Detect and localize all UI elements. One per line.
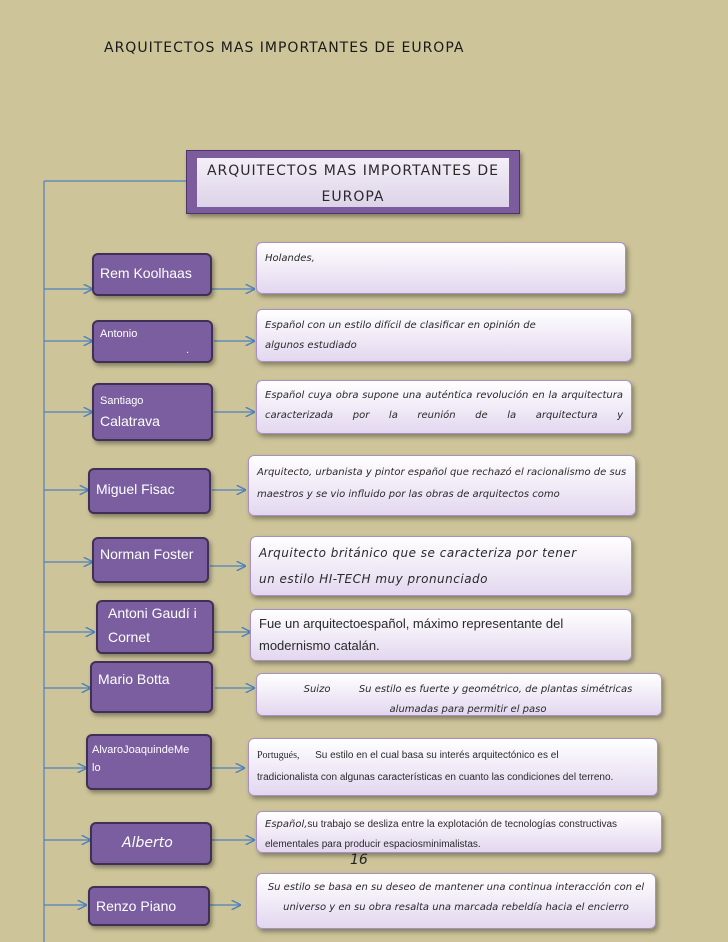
architect-name-dot: . <box>186 344 190 356</box>
desc-box-alberto: Español,su trabajo se desliza entre la e… <box>256 811 662 853</box>
architect-name: Rem Koolhaas <box>100 265 192 281</box>
architect-name: Alberto <box>122 835 173 851</box>
architect-name: Mario Botta <box>98 671 170 687</box>
name-box-rem-koolhaas: Rem Koolhaas <box>92 253 212 296</box>
name-box-santiago-calatrava: Santiago Calatrava <box>92 383 213 441</box>
architect-description: Español cuya obra supone una auténtica r… <box>265 390 623 421</box>
title-text: ARQUITECTOS MAS IMPORTANTES DE EUROPA <box>197 158 509 207</box>
name-box-antonio: Antonio . <box>92 320 213 363</box>
name-box-miguel-fisac: Miguel Fisac <box>88 468 211 514</box>
architect-name: Miguel Fisac <box>96 481 175 497</box>
desc-box-santiago-calatrava: Español cuya obra supone una auténtica r… <box>256 380 632 434</box>
name-box-norman-foster: Norman Foster <box>92 537 209 583</box>
architect-description: su trabajo se desliza entre la explotaci… <box>265 819 618 850</box>
desc-box-mario-botta: Suizo Su estilo es fuerte y geométrico, … <box>256 673 662 716</box>
architect-description: Arquitecto, urbanista y pintor español q… <box>257 467 627 500</box>
architect-name: Cornet <box>108 629 151 645</box>
architect-name: lo <box>92 762 101 774</box>
name-box-mario-botta: Mario Botta <box>90 661 213 713</box>
architect-description: Su estilo en el cual basa su interés arq… <box>257 750 614 783</box>
architect-nationality: Portugués, <box>257 750 300 761</box>
architect-name: Norman Foster <box>100 546 194 562</box>
name-box-alvaro-melo: AlvaroJoaquindeMe lo <box>86 734 212 790</box>
architect-name: AlvaroJoaquindeMe <box>92 744 190 756</box>
desc-box-alvaro-melo: Portugués, Su estilo en el cual basa su … <box>248 738 658 796</box>
page-number: 16 <box>350 852 368 868</box>
desc-box-renzo-piano: Su estilo se basa en su deseo de mantene… <box>256 873 656 929</box>
desc-box-antoni-gaudi: Fue un arquitectoespañol, máximo represe… <box>250 609 632 661</box>
desc-box-miguel-fisac: Arquitecto, urbanista y pintor español q… <box>248 455 636 516</box>
architect-description: Su estilo se basa en su deseo de mantene… <box>267 882 645 913</box>
desc-box-norman-foster: Arquitecto británico que se caracteriza … <box>250 536 632 596</box>
name-box-antoni-gaudi: Antoni Gaudí i Cornet <box>96 600 214 654</box>
name-box-alberto: Alberto <box>90 822 212 865</box>
architect-name: Santiago <box>100 395 144 407</box>
architect-description: Holandes, <box>265 253 315 264</box>
title-box: ARQUITECTOS MAS IMPORTANTES DE EUROPA <box>186 150 520 214</box>
desc-box-rem-koolhaas: Holandes, <box>256 242 626 294</box>
architect-description: Fue un arquitectoespañol, máximo represe… <box>259 616 564 653</box>
architect-description: Español con un estilo difícil de clasifi… <box>265 320 536 351</box>
name-box-renzo-piano: Renzo Piano <box>88 886 210 926</box>
architect-description: Arquitecto británico que se caracteriza … <box>259 546 577 586</box>
architect-name: Antoni Gaudí i <box>108 605 197 621</box>
architect-name: Antonio <box>100 328 138 340</box>
architect-name: Renzo Piano <box>96 898 177 914</box>
architect-name: Calatrava <box>100 413 160 429</box>
architect-nationality: Español, <box>265 819 308 830</box>
architect-nationality: Suizo <box>303 684 331 695</box>
architect-description: Su estilo es fuerte y geométrico, de pla… <box>358 684 633 715</box>
page-header: ARQUITECTOS MAS IMPORTANTES DE EUROPA <box>104 40 465 56</box>
desc-box-antonio: Español con un estilo difícil de clasifi… <box>256 309 632 362</box>
